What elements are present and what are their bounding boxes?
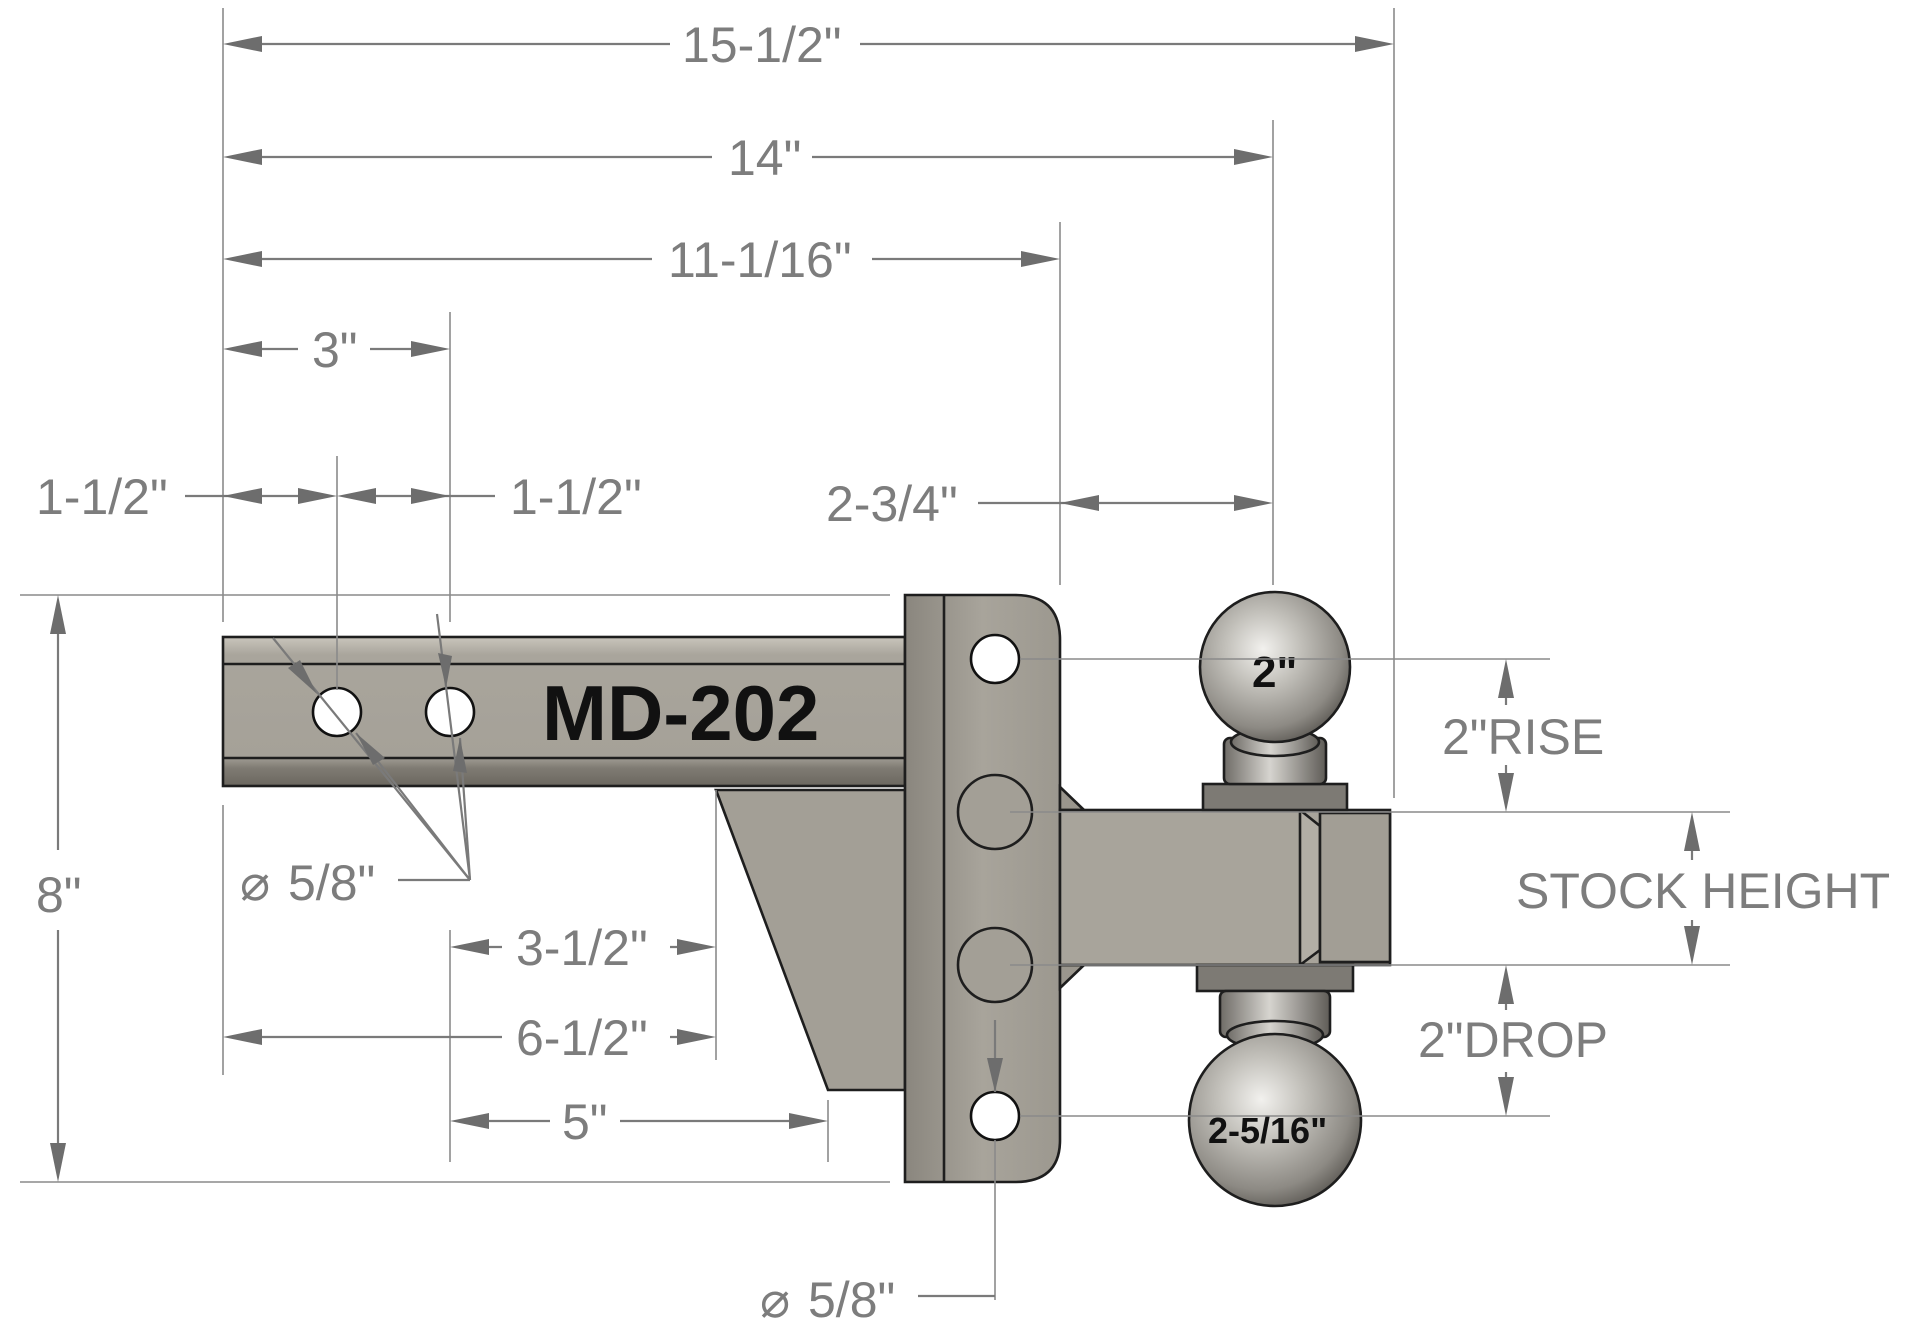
dim-stock-height-label: STOCK HEIGHT — [1516, 863, 1890, 919]
dim-overall-length: 15-1/2" — [223, 17, 1394, 73]
upper-ball-size: 2" — [1252, 648, 1297, 697]
dim-gusset-offset-label: 3-1/2" — [516, 920, 648, 976]
dim-length-11-label: 11-1/16" — [668, 232, 852, 288]
dim-gusset-length: 6-1/2" — [223, 1010, 716, 1066]
dim-rise: 2"RISE — [1442, 659, 1604, 812]
mount-plate — [903, 593, 1062, 1184]
extension-lines — [20, 8, 1730, 1300]
dim-mount-offset: 2-3/4" — [826, 476, 1273, 532]
dim-gusset-offset: 3-1/2" — [450, 920, 716, 976]
gusset — [714, 788, 907, 1092]
dim-length-14: 14" — [223, 130, 1273, 186]
dim-length-14-label: 14" — [728, 130, 801, 186]
dim-hole-offset-right-label: 1-1/2" — [510, 469, 642, 525]
dim-rise-label: 2"RISE — [1442, 709, 1604, 765]
plate-hole-bottom — [969, 1090, 1021, 1142]
dim-length-11: 11-1/16" — [223, 232, 1060, 288]
model-label: MD-202 — [542, 669, 819, 757]
lower-ball — [1187, 1032, 1363, 1208]
dim-height: 8" — [36, 595, 82, 1182]
dim-hole-spacing: 3" — [223, 322, 450, 378]
dim-hole-spacing-label: 3" — [312, 322, 358, 378]
dim-gusset-span: 5" — [450, 1094, 828, 1150]
dim-gusset-span-label: 5" — [562, 1094, 608, 1150]
plate-hole-top — [969, 633, 1021, 685]
upper-ball — [1198, 590, 1352, 744]
dim-gusset-length-label: 6-1/2" — [516, 1010, 648, 1066]
diameter-symbol-icon: ⌀ — [240, 855, 270, 911]
dim-hole-offset-right: 1-1/2" — [337, 469, 642, 525]
dim-drop: 2"DROP — [1418, 965, 1608, 1116]
diameter-symbol-icon: ⌀ — [760, 1272, 790, 1328]
dim-hole-offset-left-label: 1-1/2" — [36, 469, 168, 525]
dim-hole-offset-left: 1-1/2" — [36, 469, 337, 525]
dim-height-label: 8" — [36, 867, 82, 923]
dimensions: 15-1/2" 14" 11-1/16" 3" — [36, 17, 1890, 1328]
dim-pin-hole-diameter-label: 5/8" — [288, 855, 375, 911]
dim-mount-offset-label: 2-3/4" — [826, 476, 958, 532]
dim-stock-height: STOCK HEIGHT — [1516, 812, 1890, 965]
dim-overall-length-label: 15-1/2" — [682, 17, 842, 73]
dim-plate-hole-diameter: ⌀ 5/8" — [760, 1020, 1003, 1328]
dim-drop-label: 2"DROP — [1418, 1012, 1608, 1068]
dim-plate-hole-diameter-label: 5/8" — [808, 1272, 895, 1328]
dim-pin-hole-diameter: ⌀ 5/8" — [240, 613, 472, 911]
hitch-part: MD-202 2" 2-5/16" — [221, 590, 1392, 1208]
lower-ball-size: 2-5/16" — [1208, 1110, 1327, 1151]
